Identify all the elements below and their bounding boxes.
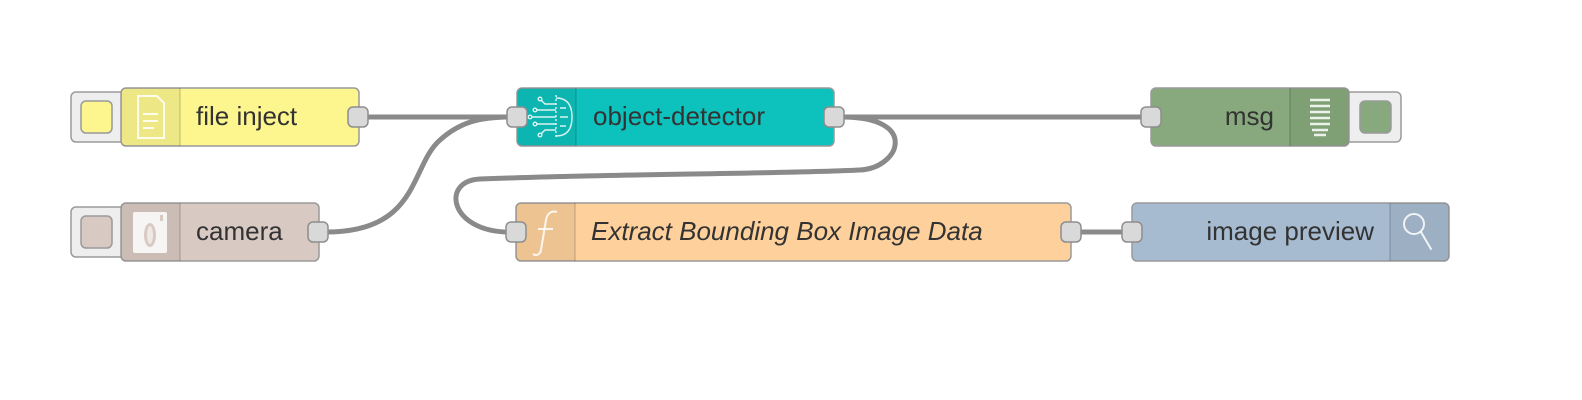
node-image-preview[interactable]: image preview: [1121, 202, 1450, 262]
camera-button[interactable]: [80, 215, 113, 249]
node-label-file-inject: file inject: [196, 101, 298, 131]
node-label-camera: camera: [196, 216, 283, 246]
output-port[interactable]: [1060, 221, 1082, 243]
node-extract-bounding-box[interactable]: Extract Bounding Box Image Data: [505, 202, 1082, 262]
node-label-msg: msg: [1225, 101, 1274, 131]
output-port[interactable]: [307, 221, 329, 243]
wires: [323, 114, 1147, 235]
node-camera[interactable]: camera: [70, 202, 329, 262]
node-object-detector[interactable]: object-detector: [506, 87, 845, 147]
node-label-extract-bounding-box: Extract Bounding Box Image Data: [591, 216, 983, 246]
debug-toggle-button[interactable]: [1359, 100, 1392, 134]
node-label-image-preview: image preview: [1206, 216, 1374, 246]
input-port[interactable]: [1140, 106, 1162, 128]
wire-object-detector-to-extract[interactable]: [453, 114, 898, 235]
input-port[interactable]: [506, 106, 528, 128]
inject-button[interactable]: [80, 100, 113, 134]
list-icon: [1310, 98, 1330, 137]
file-icon: [137, 95, 165, 139]
camera-icon: [133, 212, 167, 253]
node-msg[interactable]: msg: [1140, 87, 1402, 147]
input-port[interactable]: [505, 221, 527, 243]
node-file-inject[interactable]: file inject: [70, 87, 369, 147]
node-label-object-detector: object-detector: [593, 101, 765, 131]
magnifier-icon: [1403, 213, 1432, 250]
output-port[interactable]: [823, 106, 845, 128]
wire-camera-to-object-detector[interactable]: [323, 114, 513, 235]
extract-icon-area: [516, 203, 575, 261]
input-port[interactable]: [1121, 221, 1143, 243]
neural-network-icon: [527, 95, 573, 139]
file-inject-icon-area: [121, 88, 180, 146]
output-port[interactable]: [347, 106, 369, 128]
function-icon: [532, 210, 558, 256]
